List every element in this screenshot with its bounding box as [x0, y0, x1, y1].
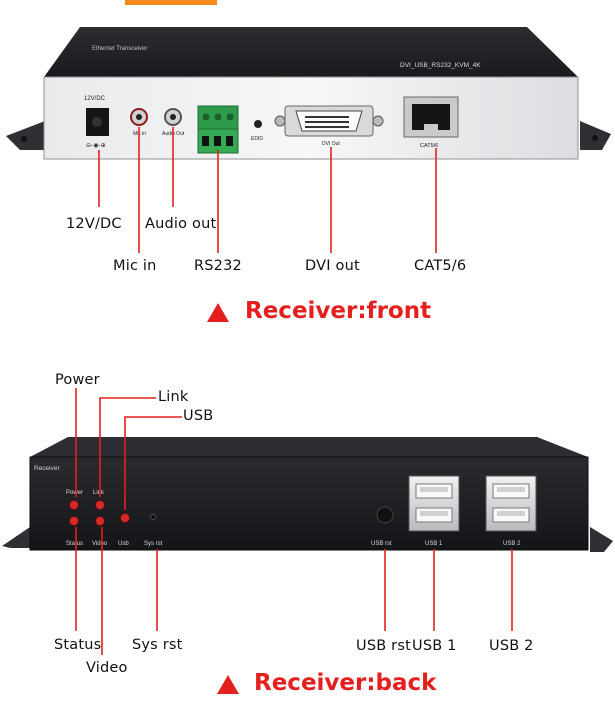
callout-status: Status [54, 637, 102, 653]
rs232-screw-3 [226, 113, 234, 121]
dvi-pins [305, 116, 349, 128]
callout-usb-rst: USB rst [356, 638, 411, 654]
callout-12v-dc: 12V/DC [66, 216, 122, 232]
front-callout-lines [98, 127, 437, 253]
panel-label-power-back: Power [66, 490, 83, 496]
back-device: Receiver Power Link Status Video Usb Sys… [2, 437, 613, 552]
usb2-ports [485, 475, 537, 532]
panel-label-status: Status [66, 541, 83, 547]
back-left-ear [2, 527, 30, 548]
led-status [69, 516, 79, 526]
front-device: Ethernet Transceiver DVI_USB_RS232_KVM_4… [6, 27, 611, 160]
sys-rst-pinhole [150, 514, 156, 520]
panel-label-usb2: USB 2 [503, 541, 521, 547]
front-caption-arrow-icon [207, 303, 229, 322]
usb1-ports [408, 475, 460, 532]
back-caption-arrow-icon [217, 675, 239, 694]
audio-jack-hole [170, 114, 176, 120]
mount-hole-right [592, 135, 598, 141]
rs232-screw-1 [202, 113, 210, 121]
panel-label-sys-rst: Sys rst [144, 541, 163, 547]
back-right-ear [590, 527, 613, 552]
callout-power: Power [55, 372, 100, 388]
callout-sys-rst: Sys rst [132, 637, 183, 653]
back-callout-lines [75, 388, 513, 655]
rs232-slot-2 [214, 136, 221, 146]
callout-link: Link [158, 389, 189, 405]
panel-label-cat: CAT5/6 [420, 143, 438, 149]
led-link [95, 500, 105, 510]
panel-label-link: Link [93, 490, 105, 496]
callout-usb2: USB 2 [489, 638, 534, 654]
front-caption: Receiver:front [245, 298, 432, 324]
rj45-tab [424, 124, 438, 130]
left-mounting-ear [6, 121, 45, 150]
callout-video: Video [86, 660, 128, 676]
rs232-slot-1 [202, 136, 209, 146]
callout-rs232: RS232 [194, 258, 242, 274]
top-text-left: Ethernet Transceiver [92, 46, 147, 52]
panel-label-edid: EDID [251, 136, 263, 142]
led-usb [120, 513, 130, 523]
panel-label-usb: Usb [118, 541, 129, 547]
panel-label-power: 12V/DC [84, 96, 106, 102]
panel-label-video: Video [92, 541, 108, 547]
led-power [69, 500, 79, 510]
usb-rst-button [376, 506, 394, 524]
back-caption: Receiver:back [254, 670, 437, 696]
callout-usb: USB [183, 408, 214, 424]
top-accent-tab [125, 0, 217, 5]
front-top-cover [44, 27, 578, 77]
callout-mic-in: Mic in [113, 258, 157, 274]
edid-button [254, 120, 262, 128]
rs232-slot-3 [226, 136, 233, 146]
mic-jack-hole [136, 114, 142, 120]
led-video [95, 516, 105, 526]
callout-usb1: USB 1 [412, 638, 457, 654]
callout-audio-out: Audio out [145, 216, 217, 232]
panel-label-usb1: USB 1 [425, 541, 443, 547]
rs232-screw-2 [214, 113, 222, 121]
mount-hole-left [21, 136, 27, 142]
polarity-symbol: ⊖-◉-⊕ [86, 142, 106, 149]
dc-jack-hole [92, 117, 102, 127]
dvi-screw-right [372, 115, 384, 127]
panel-label-dvi: DVI Out [322, 141, 340, 147]
dvi-screw-left [274, 115, 286, 127]
callout-cat: CAT5/6 [414, 258, 467, 274]
status-leds [69, 500, 130, 526]
top-text-right: DVI_USB_RS232_KVM_4K [400, 62, 481, 69]
callout-dvi-out: DVI out [305, 258, 360, 274]
back-top-cover [30, 437, 588, 457]
panel-label-usb-rst: USB rst [371, 541, 392, 547]
back-brand-text: Receiver [34, 465, 60, 472]
